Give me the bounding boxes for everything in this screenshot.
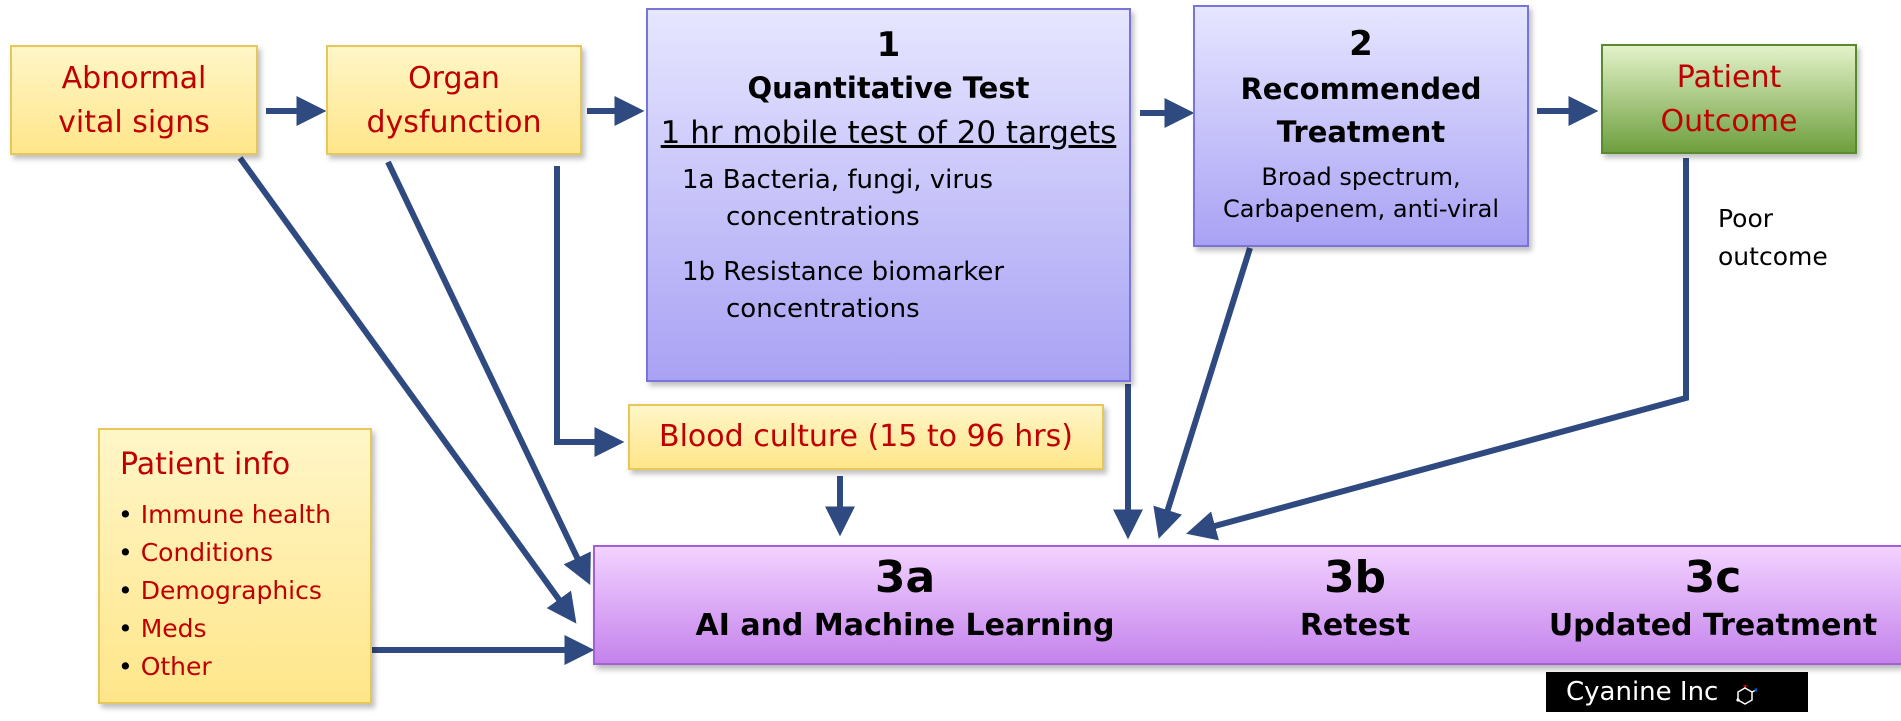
test-number: 1 [876,25,901,65]
abnormal-vital-signs-box: Abnormal vital signs [10,45,258,155]
treatment-title-line1: Recommended [1240,72,1482,106]
step3c-label: Updated Treatment [1548,608,1878,643]
patient-info-title: Patient info [120,447,291,482]
step3c-number: 3c [1684,552,1742,603]
treatment-detail-line2: Carbapenem, anti-viral [1222,195,1499,223]
step3-box: 3a AI and Machine Learning 3b Retest 3c … [593,545,1901,665]
step3b-number: 3b [1323,552,1387,603]
treatment-title-line2: Treatment [1276,115,1446,149]
test-item-1a-line2: concentrations [726,202,920,232]
blood-culture-label: Blood culture (15 to 96 hrs) [659,419,1073,454]
treatment-detail-line1: Broad spectrum, [1261,163,1461,191]
outcome-line1: Patient [1676,60,1782,95]
molecule-icon [1733,681,1758,705]
outcome-line2: Outcome [1660,104,1798,139]
test-item-1b-line1: 1b Resistance biomarker [682,257,1005,287]
poor-outcome-label: Poor outcome [1718,200,1828,276]
recommended-treatment-box: 2 Recommended Treatment Broad spectrum, … [1193,5,1529,247]
patient-info-item: • Other [118,652,212,681]
company-logo: Cyanine Inc [1546,672,1808,712]
arrow-treatment-to-3a [1153,247,1253,539]
logo-text: Cyanine Inc [1566,677,1719,707]
patient-info-item: • Immune health [118,500,331,529]
patient-info-box: Patient info • Immune health • Condition… [98,428,372,704]
patient-info-item: • Demographics [118,576,322,605]
step3c: 3c Updated Treatment [1543,553,1883,649]
test-item-1a-line1: 1a Bacteria, fungi, virus [682,165,994,195]
test-subtitle: 1 hr mobile test of 20 targets [660,115,1117,151]
patient-info-item: • Meds [118,614,207,643]
abnormal-line2: vital signs [58,105,210,140]
treatment-number: 2 [1349,24,1373,64]
arrow-organ-to-3a [385,160,591,585]
test-title: Quantitative Test [747,71,1030,105]
test-item-1b-line2: concentrations [726,294,920,324]
poor-outcome-line1: Poor [1718,204,1774,233]
patient-info-item: • Conditions [118,538,274,567]
step3b: 3b Retest [1255,553,1455,649]
blood-culture-box: Blood culture (15 to 96 hrs) [628,404,1104,470]
step3a-number: 3a [874,552,936,603]
step3b-label: Retest [1299,608,1411,643]
poor-outcome-line2: outcome [1718,242,1828,271]
patient-outcome-box: Patient Outcome [1601,44,1857,154]
arrow-outcome-to-3a [1186,158,1689,541]
arrow-organ-to-blood-culture [554,166,625,457]
arrow-vitals-to-3a [237,156,577,624]
quantitative-test-box: 1 Quantitative Test 1 hr mobile test of … [646,8,1131,382]
organ-line1: Organ [408,61,500,96]
patient-info-list: • Immune health • Conditions • Demograph… [118,496,370,686]
step3a-label: AI and Machine Learning [695,608,1115,643]
step3a: 3a AI and Machine Learning [675,553,1135,649]
organ-dysfunction-box: Organ dysfunction [326,45,582,155]
organ-line2: dysfunction [366,105,542,140]
abnormal-line1: Abnormal [61,61,207,96]
